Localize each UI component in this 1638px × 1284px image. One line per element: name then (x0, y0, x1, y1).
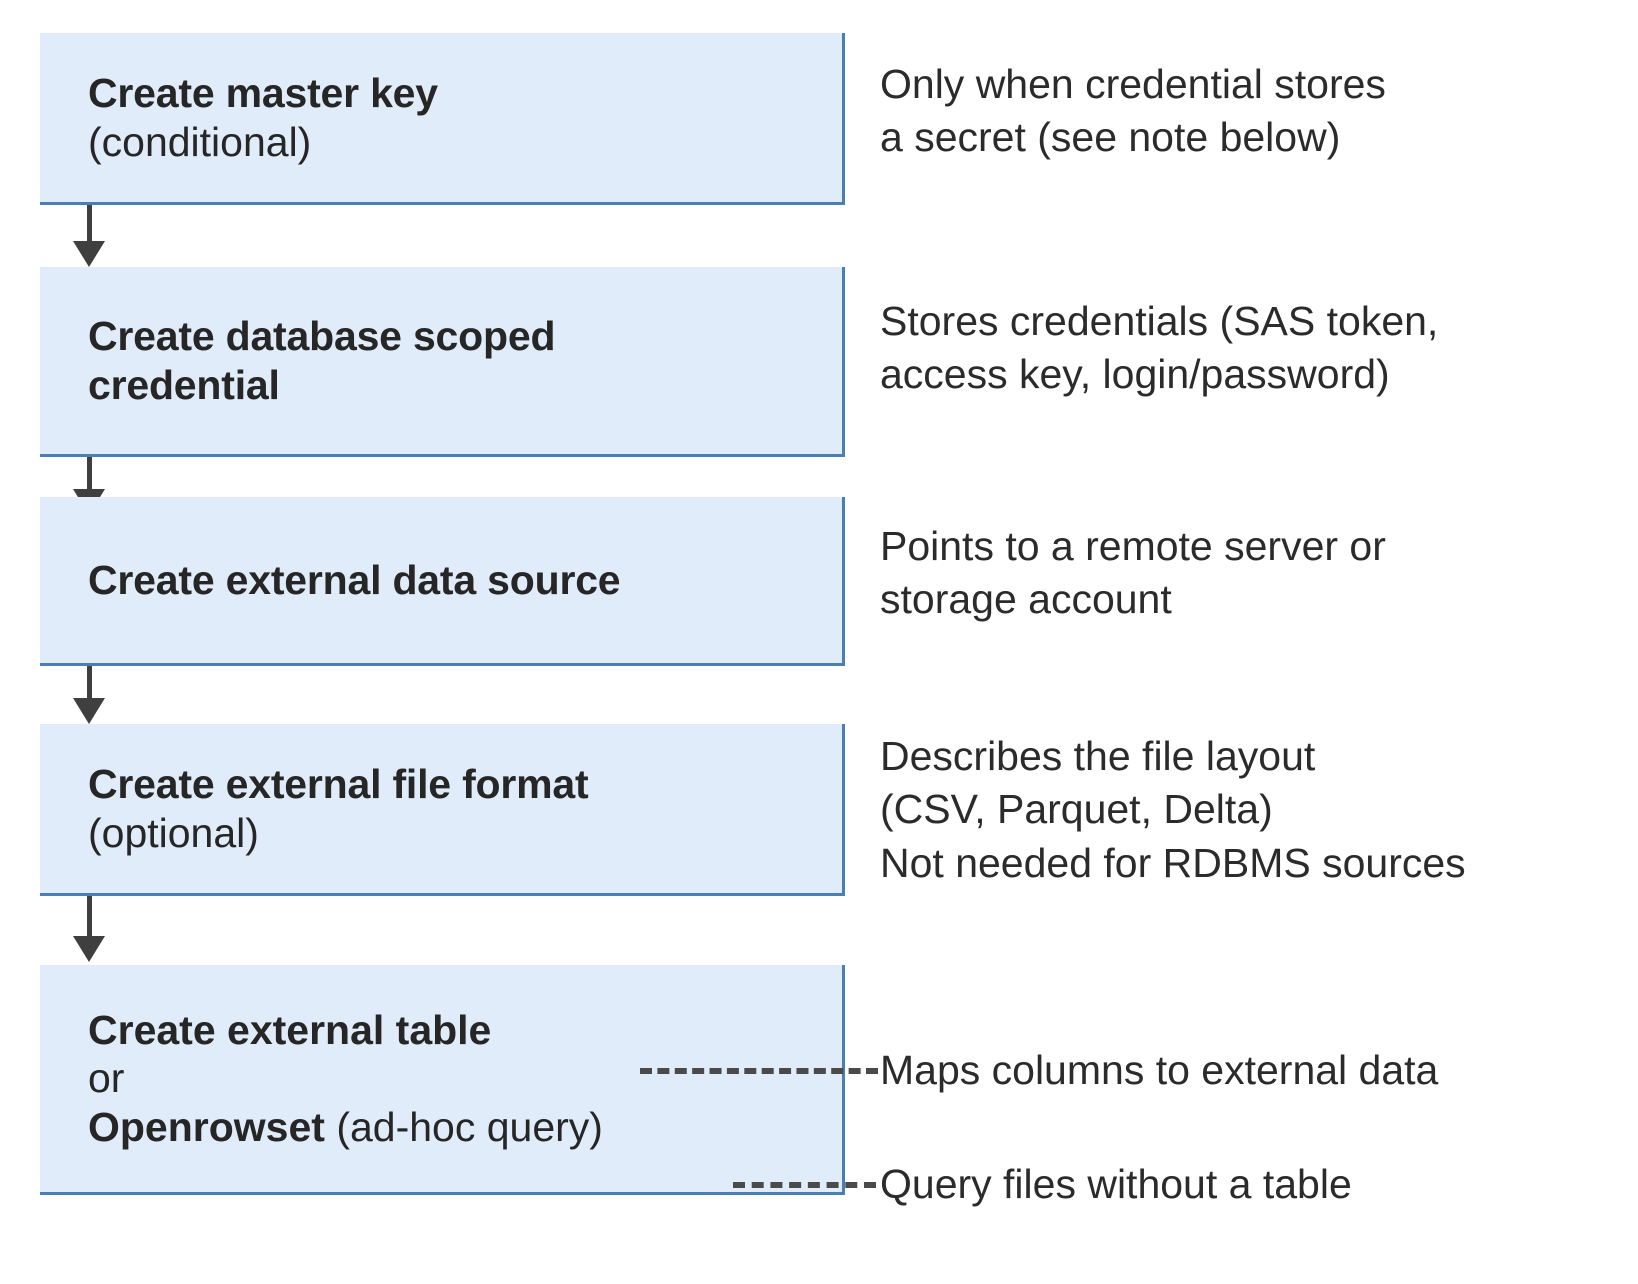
flow-arrow-1 (73, 205, 105, 267)
step-title: Create external file format (88, 761, 589, 808)
step-box-content: Create database scoped credential (40, 312, 842, 409)
step-subtitle: (conditional) (88, 118, 312, 165)
dashed-connector-openrowset (733, 1182, 876, 1188)
final-step-external-table-label: Create external table (88, 1006, 492, 1053)
final-step-openrowset-qualifier: (ad-hoc query) (324, 1103, 603, 1150)
arrow-shaft (87, 666, 92, 702)
step-note-create-database-scoped-credential: Stores credentials (SAS token, access ke… (880, 298, 1439, 398)
step-title: Create database scoped credential (88, 313, 556, 408)
final-step-line-or: or (88, 1055, 125, 1102)
step-box-create-external-data-source[interactable]: Create external data source (40, 497, 845, 666)
final-step-openrowset-label: Openrowset (88, 1103, 325, 1150)
arrow-shaft (87, 896, 92, 940)
arrow-head-icon (73, 936, 105, 962)
final-step-note-openrowset: Query files without a table (880, 1161, 1352, 1207)
step-box-content: Create external file format (optional) (40, 760, 842, 857)
arrow-head-icon (73, 698, 105, 724)
step-box-create-external-table-or-openrowset[interactable]: Create external table or Openrowset (ad-… (40, 965, 845, 1195)
step-note-create-master-key: Only when credential stores a secret (se… (880, 61, 1386, 161)
arrow-head-icon (73, 241, 105, 267)
flow-arrow-3 (73, 666, 105, 728)
step-box-content: Create master key (conditional) (40, 69, 842, 166)
step-box-content: Create external table or Openrowset (ad-… (40, 1006, 842, 1151)
step-note-create-external-data-source: Points to a remote server or storage acc… (880, 523, 1386, 623)
step-note-create-external-file-format: Describes the file layout (CSV, Parquet,… (880, 733, 1466, 886)
step-title: Create external data source (88, 556, 621, 603)
step-box-create-master-key[interactable]: Create master key (conditional) (40, 33, 845, 205)
step-title: Create master key (88, 70, 438, 117)
step-box-create-external-file-format[interactable]: Create external file format (optional) (40, 724, 845, 896)
flow-arrow-4 (73, 896, 105, 966)
step-subtitle: (optional) (88, 809, 259, 856)
arrow-shaft (87, 205, 92, 245)
step-box-content: Create external data source (40, 556, 842, 604)
final-step-note-external-table: Maps columns to external data (880, 1047, 1439, 1093)
arrow-shaft (87, 457, 92, 493)
step-box-create-database-scoped-credential[interactable]: Create database scoped credential (40, 267, 845, 457)
dashed-connector-external-table (640, 1068, 878, 1074)
final-step-line-openrowset: Openrowset (ad-hoc query) (88, 1103, 830, 1151)
final-step-line-create-external-table: Create external table (88, 1006, 830, 1054)
